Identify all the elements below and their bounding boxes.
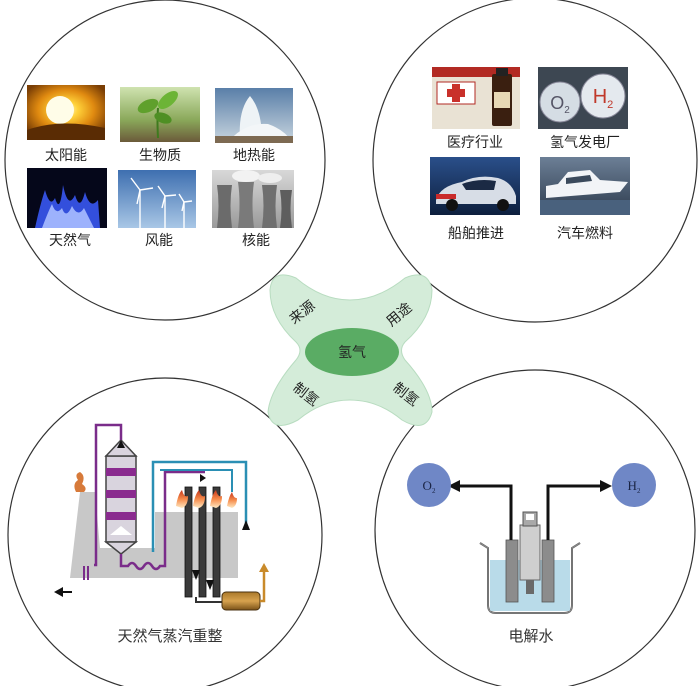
electrolysis-caption: 电解水 [508, 627, 553, 645]
cooling-tower-icon [212, 170, 294, 228]
o2-tank-label: O2 [550, 93, 570, 116]
medical-kit-icon [432, 67, 520, 129]
geyser-icon [215, 88, 293, 143]
sources-circle [4, 0, 326, 321]
gas-flame-icon [27, 168, 107, 228]
center-label: 氢气 [338, 345, 366, 361]
h2-bubble-label: H2 [628, 478, 641, 495]
h2-bubble [612, 463, 656, 507]
seedling-icon [120, 87, 200, 142]
hydrogen-tank-icon: O2 H2 [538, 67, 628, 129]
source-label-nuclear: 核能 [242, 233, 270, 249]
center-ellipse [305, 328, 399, 376]
hydrogen-car-icon [430, 157, 520, 215]
use-label-car: 汽车燃料 [557, 225, 613, 242]
source-label-biomass: 生物质 [139, 148, 181, 164]
o2-bubble [407, 463, 451, 507]
o2-bubble-label: O2 [423, 478, 436, 495]
h2-tank-label: H2 [593, 86, 614, 111]
steam-reformer-schematic [54, 423, 269, 611]
electrolysis-cell [448, 480, 612, 614]
source-label-natural-gas: 天然气 [49, 232, 91, 249]
source-label-geothermal: 地热能 [233, 148, 275, 164]
use-label-power-plant: 氢气发电厂 [550, 135, 620, 151]
use-label-medical: 医疗行业 [447, 135, 503, 151]
source-label-wind: 风能 [145, 233, 173, 249]
reforming-caption: 天然气蒸汽重整 [117, 627, 222, 645]
ship-icon [540, 157, 630, 215]
sun-icon [27, 85, 105, 140]
use-label-ship: 船舶推进 [448, 226, 504, 242]
source-label-solar: 太阳能 [45, 148, 87, 164]
wind-turbine-icon [118, 170, 196, 228]
uses-circle [372, 0, 698, 323]
heat-exchanger [221, 591, 261, 611]
